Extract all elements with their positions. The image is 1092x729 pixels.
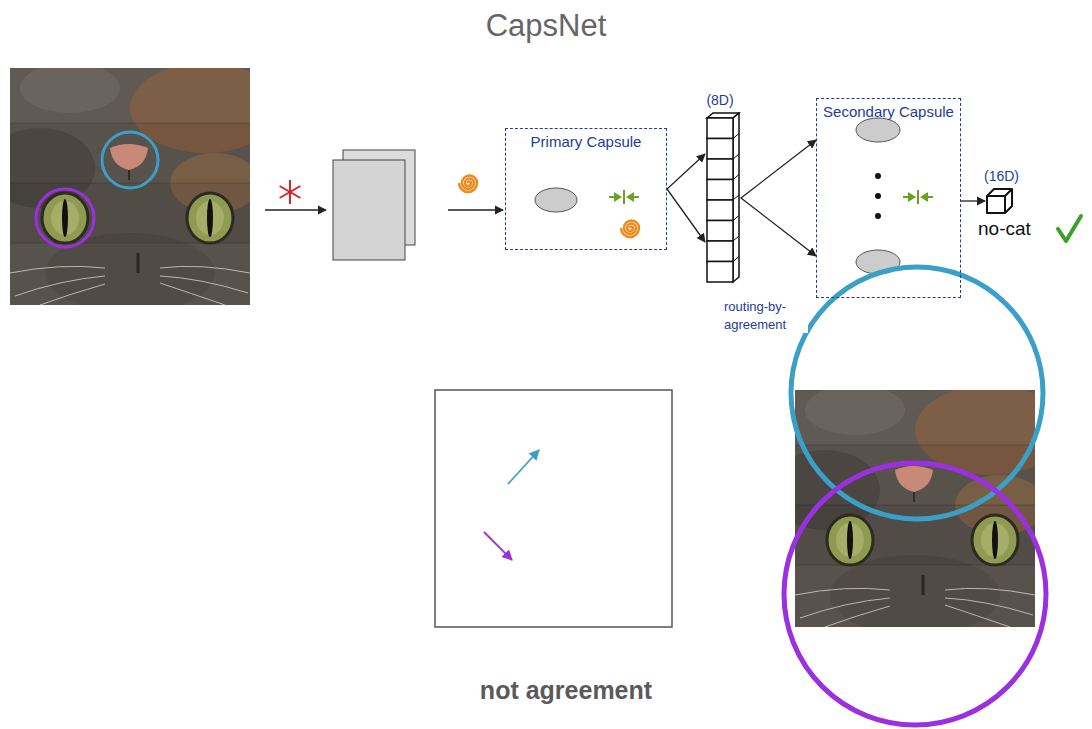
- flow-connector: [961, 200, 985, 201]
- squash-spiral: [459, 176, 477, 192]
- slide-title: CapsNet: [0, 8, 1092, 44]
- vector-column-shape: [705, 112, 741, 284]
- feature-map: [333, 160, 405, 260]
- vector-plot: [435, 390, 672, 627]
- squash-spiral: [621, 221, 639, 237]
- capsule-ellipse: [856, 118, 900, 142]
- routing-label: routing-by-agreement: [724, 298, 808, 333]
- output-vector: (16D) no-cat: [978, 168, 1054, 246]
- check-mark: [1058, 216, 1081, 241]
- dimension-label: (16D): [978, 168, 1019, 184]
- eye-vector: [484, 532, 512, 560]
- flow-connector: [667, 154, 705, 242]
- vector-cube-icon: [985, 187, 1015, 215]
- flow-arrow: [265, 209, 326, 210]
- squash-symbol: [609, 190, 639, 204]
- primary-capsule-box: Primary Capsule: [505, 128, 667, 250]
- flow-arrow: [448, 209, 503, 210]
- eye-circle: [36, 189, 94, 247]
- convolution-symbol: [280, 180, 301, 204]
- caption-label: not agreement: [416, 674, 716, 708]
- cat-photo: [0, 63, 280, 313]
- capsule-title: Secondary Capsule: [823, 99, 954, 120]
- secondary-capsule-box: Secondary Capsule: [816, 98, 961, 298]
- nose-vector: [508, 450, 539, 484]
- class-label: no-cat: [978, 218, 1031, 240]
- nose-circle: [791, 267, 1043, 519]
- dimension-label: (8D): [706, 92, 733, 112]
- capsule-title: Primary Capsule: [531, 129, 642, 150]
- capsule-ellipse: [535, 188, 577, 212]
- vector-column: (8D): [690, 92, 750, 288]
- squash-symbol: [903, 190, 933, 204]
- eye-circle: [784, 463, 1046, 725]
- nose-circle: [102, 132, 158, 188]
- flow-connector: [741, 140, 816, 256]
- ellipsis-dots: [875, 173, 881, 219]
